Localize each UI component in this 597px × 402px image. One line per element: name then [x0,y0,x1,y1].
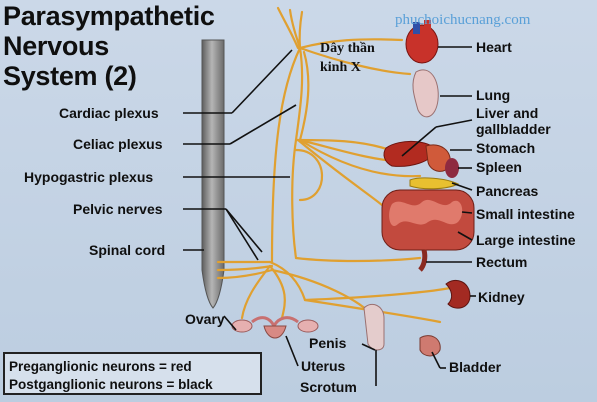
label-celiac-plexus: Celiac plexus [73,136,163,152]
legend-preganglionic: Preganglionic neurons = red [9,359,192,374]
label-ovary: Ovary [185,311,225,327]
organ-penis-shape [363,303,385,351]
label-spinal-cord: Spinal cord [89,242,166,258]
label-lung: Lung [476,87,511,103]
label-heart: Heart [476,39,512,55]
label-liver-line-2: gallbladder [476,121,551,137]
title-line-3: System (2) [3,61,137,91]
organ-intestines-shape [381,189,475,272]
label-scrotum: Scrotum [300,379,357,395]
leader-lines [183,46,476,386]
organ-heart-shape [405,20,439,64]
label-uterus: Uterus [301,358,346,374]
organ-liver-shape [383,141,437,167]
organ-kidney-shape [445,280,471,309]
label-cardiac-plexus: Cardiac plexus [59,105,159,121]
title-line-1: Parasympathetic [3,1,215,31]
organ-ovary-uterus-shape [231,316,319,339]
sacral-nerve-fibers [216,46,452,324]
watermark: phuchoichucnang.com [395,12,531,28]
label-pancreas: Pancreas [476,183,539,199]
vagus-nerve-fibers [276,6,422,263]
label-spleen: Spleen [476,159,522,175]
label-stomach: Stomach [476,140,536,156]
label-small-intestine: Small intestine [476,206,575,222]
organ-spleen-shape [445,158,459,178]
label-pelvic-nerves: Pelvic nerves [73,201,163,217]
label-bladder: Bladder [449,359,502,375]
legend-postganglionic: Postganglionic neurons = black [9,377,213,392]
title-line-2: Nervous [3,31,109,61]
annotation-line-2: kinh X [320,60,361,75]
label-penis: Penis [309,335,347,351]
annotation-line-1: Dây thần [320,41,375,56]
label-rectum: Rectum [476,254,528,270]
label-liver-line-1: Liver and [476,105,539,121]
spinal-cord-shape [201,39,225,309]
label-kidney: Kidney [478,289,525,305]
organ-pancreas-shape [409,177,460,190]
organ-bladder-shape [419,335,441,357]
label-hypogastric-plexus: Hypogastric plexus [24,169,154,185]
label-large-intestine: Large intestine [476,232,576,248]
organ-lung-shape [412,69,439,118]
legend-box: Preganglionic neurons = red Postganglion… [3,352,262,395]
